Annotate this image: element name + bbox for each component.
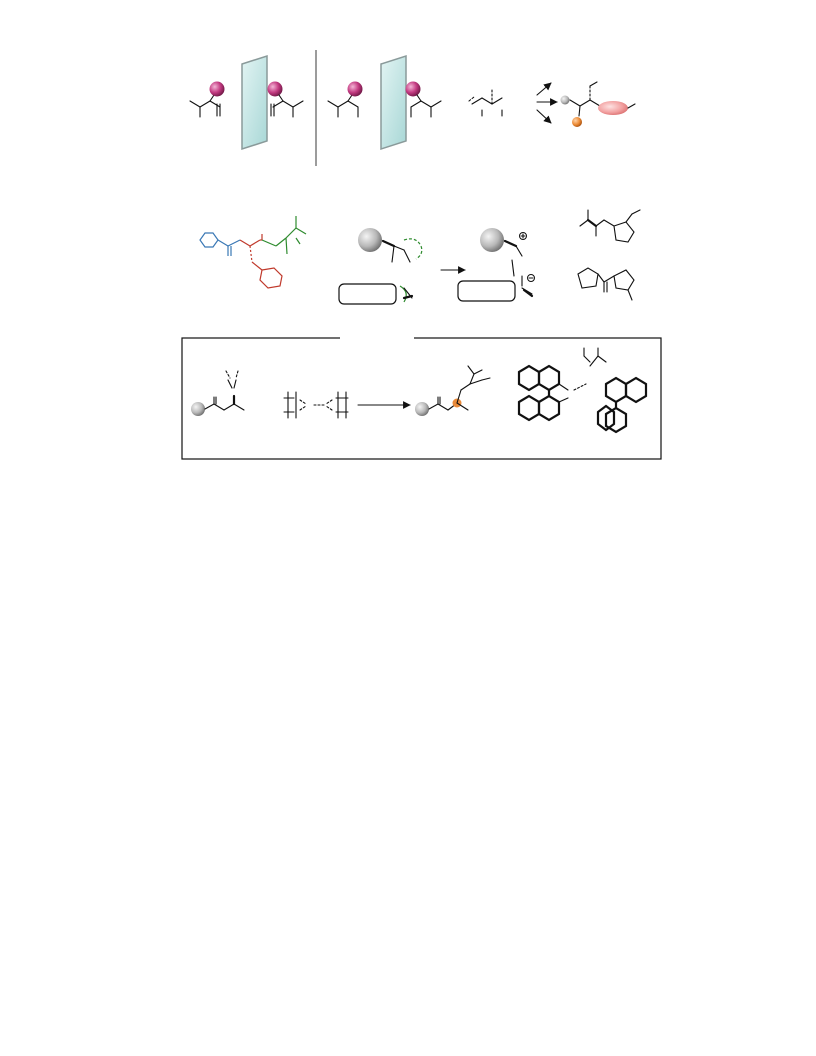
molecule-left-2	[327, 81, 363, 118]
mechanism-start	[338, 228, 423, 305]
molecule-racemic	[468, 87, 503, 117]
grey-sphere	[191, 402, 205, 416]
ligand-structure-top	[579, 209, 641, 243]
pink-ellipse	[598, 101, 628, 115]
panel-label-gap	[340, 333, 414, 343]
binaphthyl-ligand	[517, 347, 648, 434]
molecule-product	[560, 81, 636, 127]
diboron-reagent	[283, 391, 349, 419]
orange-sphere	[572, 117, 582, 127]
plus-charge	[519, 232, 527, 240]
mirror-plane-1	[241, 54, 268, 151]
top-row-scheme	[189, 50, 636, 166]
grey-sphere	[358, 228, 382, 252]
magenta-sphere	[209, 81, 225, 97]
reagent-box-2	[457, 280, 516, 302]
substrate-structure	[191, 370, 245, 416]
mechanism-intermediate	[457, 228, 535, 302]
reagent-box	[338, 283, 397, 305]
colored-peptide-structure	[199, 216, 307, 289]
boronate-product	[415, 365, 491, 416]
minus-charge	[527, 274, 535, 282]
boxed-panel	[181, 333, 662, 460]
ligand-structure-bottom	[577, 267, 635, 301]
grey-sphere	[480, 228, 504, 252]
grey-sphere	[560, 95, 570, 105]
grey-sphere	[415, 402, 429, 416]
molecule-mirror-2	[405, 81, 442, 118]
mirror-plane-2	[380, 54, 407, 151]
magenta-sphere	[347, 81, 363, 97]
molecule-left-1	[189, 81, 225, 118]
middle-row-scheme	[199, 209, 641, 305]
divergent-arrows	[536, 82, 558, 124]
magenta-sphere	[405, 81, 421, 97]
magenta-sphere	[267, 81, 283, 97]
molecule-mirror-1	[267, 81, 304, 118]
